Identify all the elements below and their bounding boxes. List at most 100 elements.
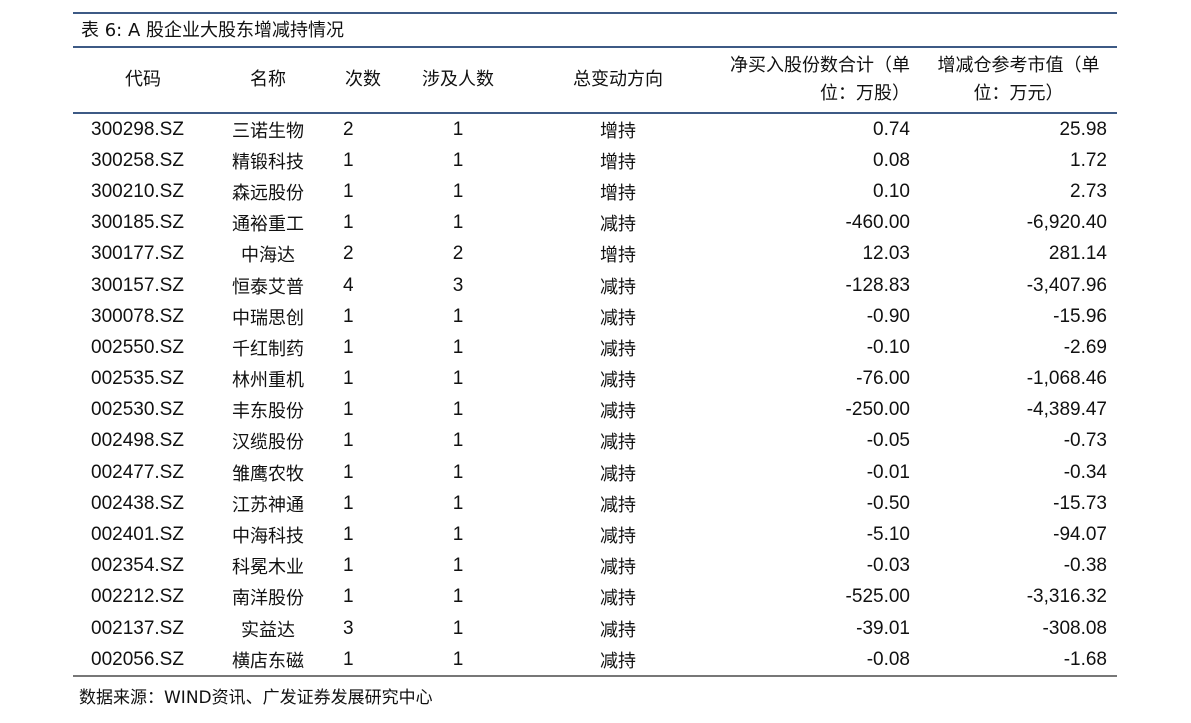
cell-direction: 减持 (600, 401, 636, 423)
cell-name: 精锻科技 (232, 151, 304, 173)
cell-name: 中海科技 (232, 526, 304, 548)
cell-persons: 1 (452, 368, 464, 390)
cell-code: 002354.SZ (91, 555, 184, 577)
cell-count: 1 (343, 555, 354, 577)
cell-net-shares: -250.00 (845, 399, 910, 421)
cell-name: 雏鹰农牧 (232, 463, 304, 485)
cell-market-value: 2.73 (1070, 180, 1107, 202)
header-code: 代码 (73, 48, 213, 114)
cell-count: 1 (343, 524, 354, 546)
source-note: 数据来源：WIND资讯、广发证券发展研究中心 (79, 688, 433, 709)
cell-code: 002530.SZ (91, 399, 184, 421)
cell-code: 002550.SZ (91, 336, 184, 358)
cell-count: 1 (343, 368, 354, 390)
cell-net-shares: 12.03 (862, 243, 910, 265)
cell-count: 1 (343, 492, 354, 514)
cell-net-shares: -5.10 (866, 524, 910, 546)
cell-persons: 1 (452, 430, 464, 452)
cell-name: 中瑞思创 (232, 307, 304, 329)
cell-name: 林州重机 (232, 370, 304, 392)
header-count: 次数 (323, 48, 403, 114)
cell-persons: 1 (403, 644, 513, 678)
cell-count: 1 (343, 399, 354, 421)
cell-count: 1 (343, 305, 354, 327)
cell-persons: 1 (452, 524, 464, 546)
cell-name: 中海达 (241, 245, 295, 267)
table-title: 表 6: A 股企业大股东增减持情况 (73, 14, 1117, 48)
cell-market-value: 1.72 (1070, 149, 1107, 171)
header-persons: 涉及人数 (403, 48, 513, 114)
cell-count: 3 (343, 617, 354, 639)
cell-name: 恒泰艾普 (232, 276, 304, 298)
cell-persons: 1 (452, 617, 464, 639)
shareholder-table: 代码 名称 次数 涉及人数 总变动方向 净买入股份数合计（单位：万股） 增减仓参… (73, 48, 1117, 678)
cell-direction: 增持 (600, 151, 636, 173)
cell-persons: 3 (452, 274, 464, 296)
cell-count: 1 (343, 212, 354, 234)
cell-persons: 1 (452, 586, 464, 608)
cell-name: 南洋股份 (232, 588, 304, 610)
cell-code: 002477.SZ (91, 461, 184, 483)
cell-count: 2 (343, 118, 354, 140)
cell-direction: 减持 (600, 338, 636, 360)
cell-name: 汉缆股份 (232, 432, 304, 454)
header-market-value: 增减仓参考市值（单位：万元） (920, 48, 1117, 114)
cell-direction: 减持 (600, 526, 636, 548)
cell-direction: 减持 (513, 644, 723, 678)
cell-net-shares: 0.08 (873, 149, 910, 171)
cell-persons: 1 (452, 180, 464, 202)
cell-net-shares: -0.05 (866, 430, 910, 452)
cell-persons: 1 (452, 555, 464, 577)
cell-net-shares: -0.10 (866, 336, 910, 358)
cell-code: 002056.SZ (73, 644, 213, 678)
cell-direction: 增持 (600, 245, 636, 267)
cell-market-value: -308.08 (1042, 617, 1107, 639)
cell-net-shares: 0.10 (873, 180, 910, 202)
cell-name: 江苏神通 (232, 494, 304, 516)
cell-net-shares: -525.00 (845, 586, 910, 608)
cell-net-shares: -0.01 (866, 461, 910, 483)
cell-direction: 减持 (600, 214, 636, 236)
cell-direction: 减持 (600, 557, 636, 579)
cell-market-value: 281.14 (1048, 243, 1107, 265)
cell-net-shares: -0.08 (723, 644, 920, 678)
cell-market-value: -3,316.32 (1026, 586, 1107, 608)
cell-name: 实益达 (241, 619, 295, 641)
cell-count: 2 (343, 243, 354, 265)
cell-code: 002535.SZ (91, 368, 184, 390)
cell-count: 1 (343, 430, 354, 452)
top-rule (73, 12, 1117, 14)
cell-direction: 减持 (600, 432, 636, 454)
cell-count: 4 (343, 274, 354, 296)
cell-net-shares: -128.83 (845, 274, 910, 296)
cell-market-value: -15.96 (1053, 305, 1107, 327)
cell-code: 002438.SZ (91, 492, 184, 514)
cell-direction: 增持 (600, 120, 636, 142)
header-net-shares: 净买入股份数合计（单位：万股） (723, 48, 920, 114)
cell-net-shares: -76.00 (856, 368, 910, 390)
cell-code: 300210.SZ (91, 180, 184, 202)
cell-market-value: 25.98 (1059, 118, 1107, 140)
cell-count: 1 (343, 461, 354, 483)
cell-count: 1 (343, 149, 354, 171)
cell-net-shares: -460.00 (845, 212, 910, 234)
cell-count: 1 (343, 180, 354, 202)
cell-market-value: -6,920.40 (1026, 212, 1107, 234)
cell-name: 横店东磁 (213, 644, 323, 678)
cell-name: 千红制药 (232, 338, 304, 360)
